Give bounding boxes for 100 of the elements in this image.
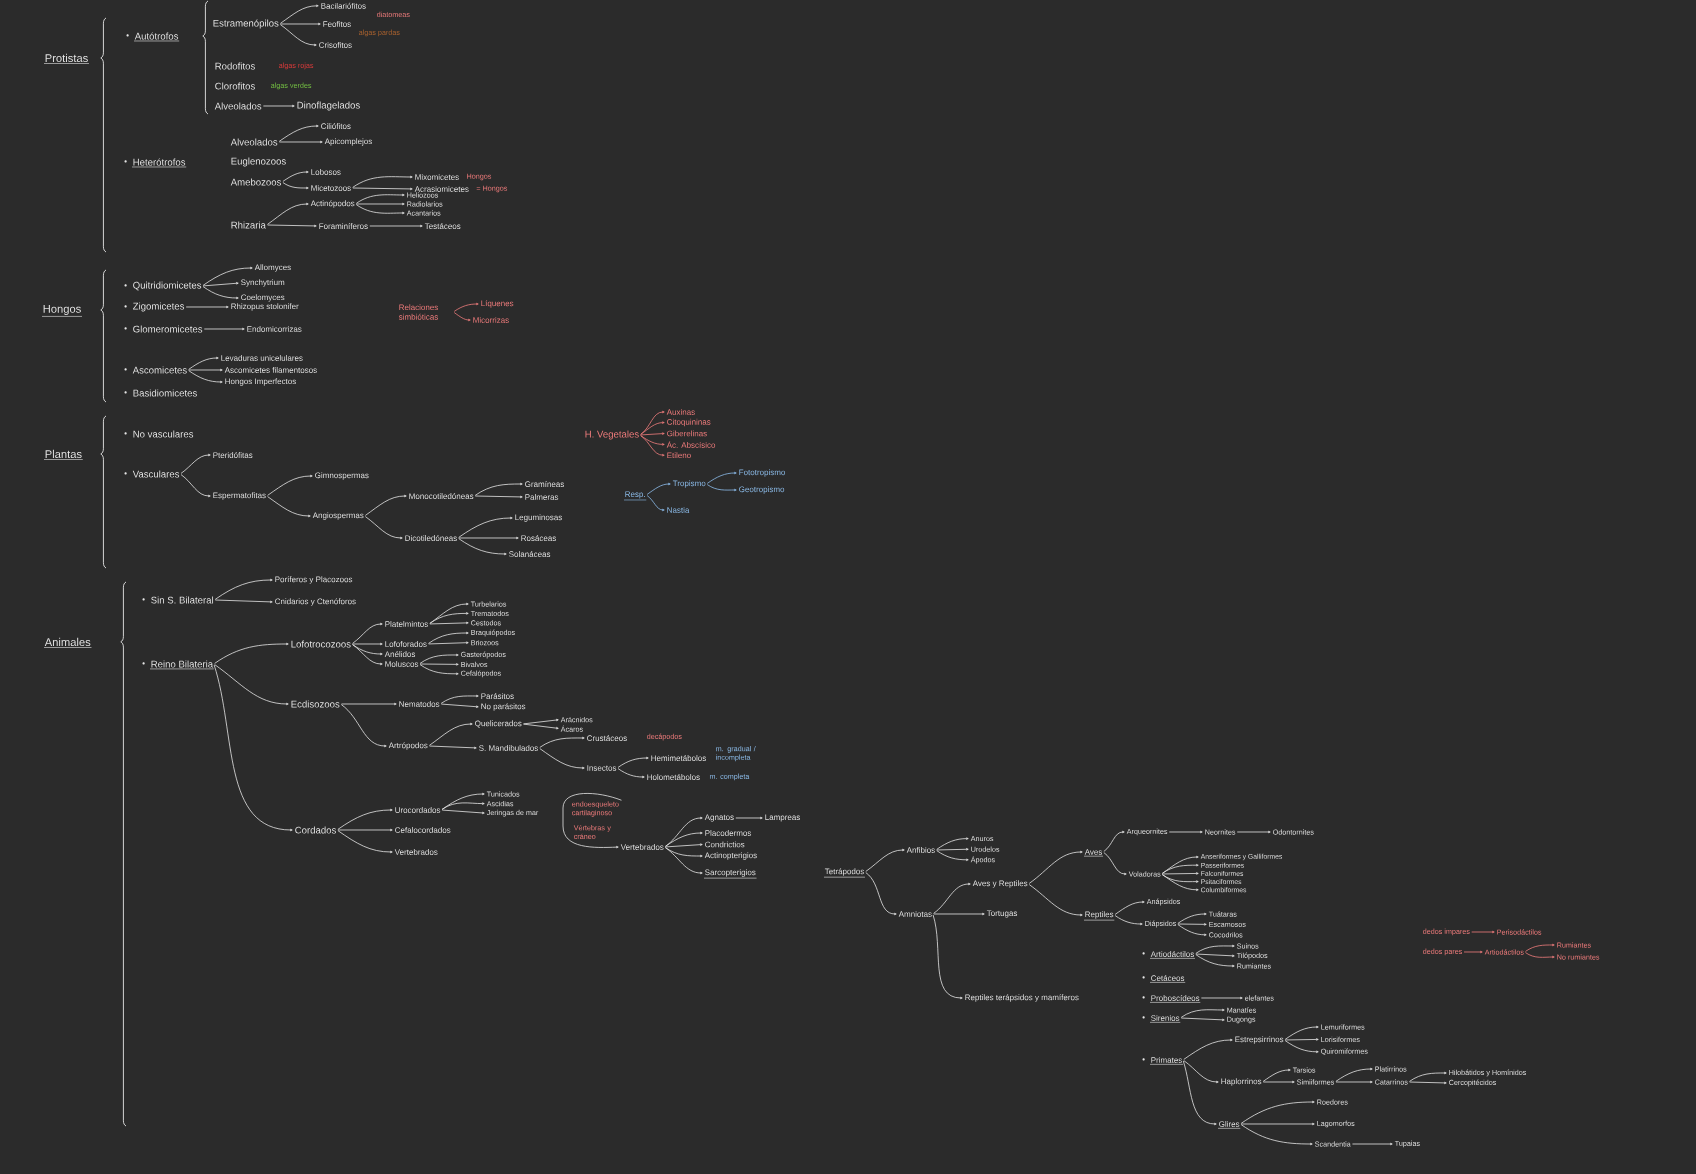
branch-arrow (355, 204, 405, 215)
branch-arrow (1352, 1142, 1393, 1146)
branch-arrow (646, 482, 671, 495)
branch-arrow (664, 816, 703, 847)
branch-arrow (419, 663, 459, 666)
branch-arrow (936, 850, 969, 861)
branch-arrow (429, 745, 477, 750)
branch-arrow (936, 837, 969, 850)
branch-arrow (865, 848, 905, 872)
branch-arrow (1028, 850, 1083, 884)
branch-arrow (1162, 872, 1199, 875)
branch-arrow (203, 327, 245, 331)
branch-arrow (356, 202, 405, 206)
branch-arrow (428, 641, 469, 645)
branch-arrow (453, 312, 471, 322)
branch-arrow (419, 653, 459, 664)
branch-arrow (428, 722, 473, 746)
branch-arrow (180, 453, 211, 474)
branch-arrow (640, 421, 665, 435)
branch-arrow (562, 793, 622, 849)
branch-arrow (640, 435, 665, 457)
branch-arrow (282, 170, 309, 182)
branch-arrow (280, 4, 319, 24)
branch-arrow (214, 599, 273, 604)
branch-arrow (428, 631, 469, 644)
branch-arrow (932, 914, 963, 1000)
branch-arrow (369, 224, 423, 228)
branch-arrow (180, 474, 211, 498)
branch-arrow (1463, 950, 1483, 954)
branch-arrow (1262, 1068, 1291, 1082)
branch-arrow (664, 847, 703, 875)
branch-arrow (706, 484, 737, 492)
branch-arrow (1200, 996, 1243, 1000)
branch-arrow (352, 644, 383, 656)
branch-arrow (1240, 1100, 1315, 1124)
branch-arrow (429, 621, 469, 625)
branch-arrow (1182, 1060, 1217, 1126)
branch-arrow (1103, 830, 1125, 852)
branch-arrow (1284, 1040, 1319, 1053)
branch-arrow (214, 664, 289, 706)
branch-arrow (341, 702, 397, 706)
branch-arrow (474, 495, 523, 499)
branch-arrow (352, 644, 383, 666)
branch-arrow (458, 538, 507, 556)
branch-arrow (278, 124, 319, 142)
branch-arrow (1161, 864, 1199, 874)
branch-arrow (1180, 1017, 1225, 1022)
branch-arrow (474, 482, 523, 496)
branch-arrow (267, 202, 309, 225)
branch-arrow (1525, 943, 1555, 952)
branch-arrow (1183, 1060, 1219, 1084)
branch-arrow (646, 495, 665, 512)
branch-arrow (523, 718, 559, 725)
branch-arrow (429, 612, 469, 624)
branch-arrow (364, 516, 403, 540)
branch-arrow (706, 471, 737, 484)
branch-arrow (458, 516, 513, 538)
branch-arrow (865, 872, 897, 916)
branch-arrow (1028, 884, 1083, 917)
branch-arrow (440, 703, 479, 708)
branch-arrow (278, 140, 323, 144)
branch-arrow (1525, 952, 1555, 959)
branch-arrow (1471, 930, 1495, 934)
branch-arrow (1262, 1080, 1295, 1084)
branch-arrow (440, 694, 479, 704)
branch-arrow (1183, 1038, 1233, 1060)
branch-arrow (213, 664, 293, 832)
branch-arrow (1114, 900, 1145, 915)
branch-arrow (188, 370, 223, 384)
branch-arrow (185, 305, 229, 309)
branch-arrow (441, 809, 485, 815)
branch-arrow (1168, 830, 1203, 834)
branch-arrow (214, 642, 289, 664)
branch-arrow (640, 410, 665, 435)
branch-arrow (664, 847, 703, 858)
branch-arrow (352, 187, 413, 191)
branch-arrow (267, 496, 311, 518)
branch-arrow (340, 704, 387, 748)
branch-arrow (441, 802, 485, 810)
branch-arrow (933, 912, 985, 916)
branch-arrow (539, 736, 585, 748)
branch-arrow (1240, 1122, 1315, 1126)
branch-arrow (1161, 855, 1199, 874)
branch-arrow (640, 432, 665, 436)
branch-arrow (664, 831, 703, 847)
branch-arrow (352, 622, 383, 644)
branch-arrow (337, 808, 393, 830)
branch-arrow (202, 266, 253, 286)
branch-arrow (1114, 915, 1143, 926)
branch-arrow (1161, 874, 1199, 891)
branch-arrow (1177, 923, 1207, 926)
branch-arrow (1161, 874, 1199, 883)
branch-arrow (267, 474, 313, 496)
branch-arrow (202, 282, 239, 287)
branch-arrow (665, 843, 703, 848)
branch-arrow (337, 830, 393, 854)
branch-arrow (280, 24, 317, 47)
branch-arrow (1409, 1081, 1447, 1085)
branch-arrow (188, 356, 219, 370)
branch-arrow (1240, 1124, 1313, 1146)
